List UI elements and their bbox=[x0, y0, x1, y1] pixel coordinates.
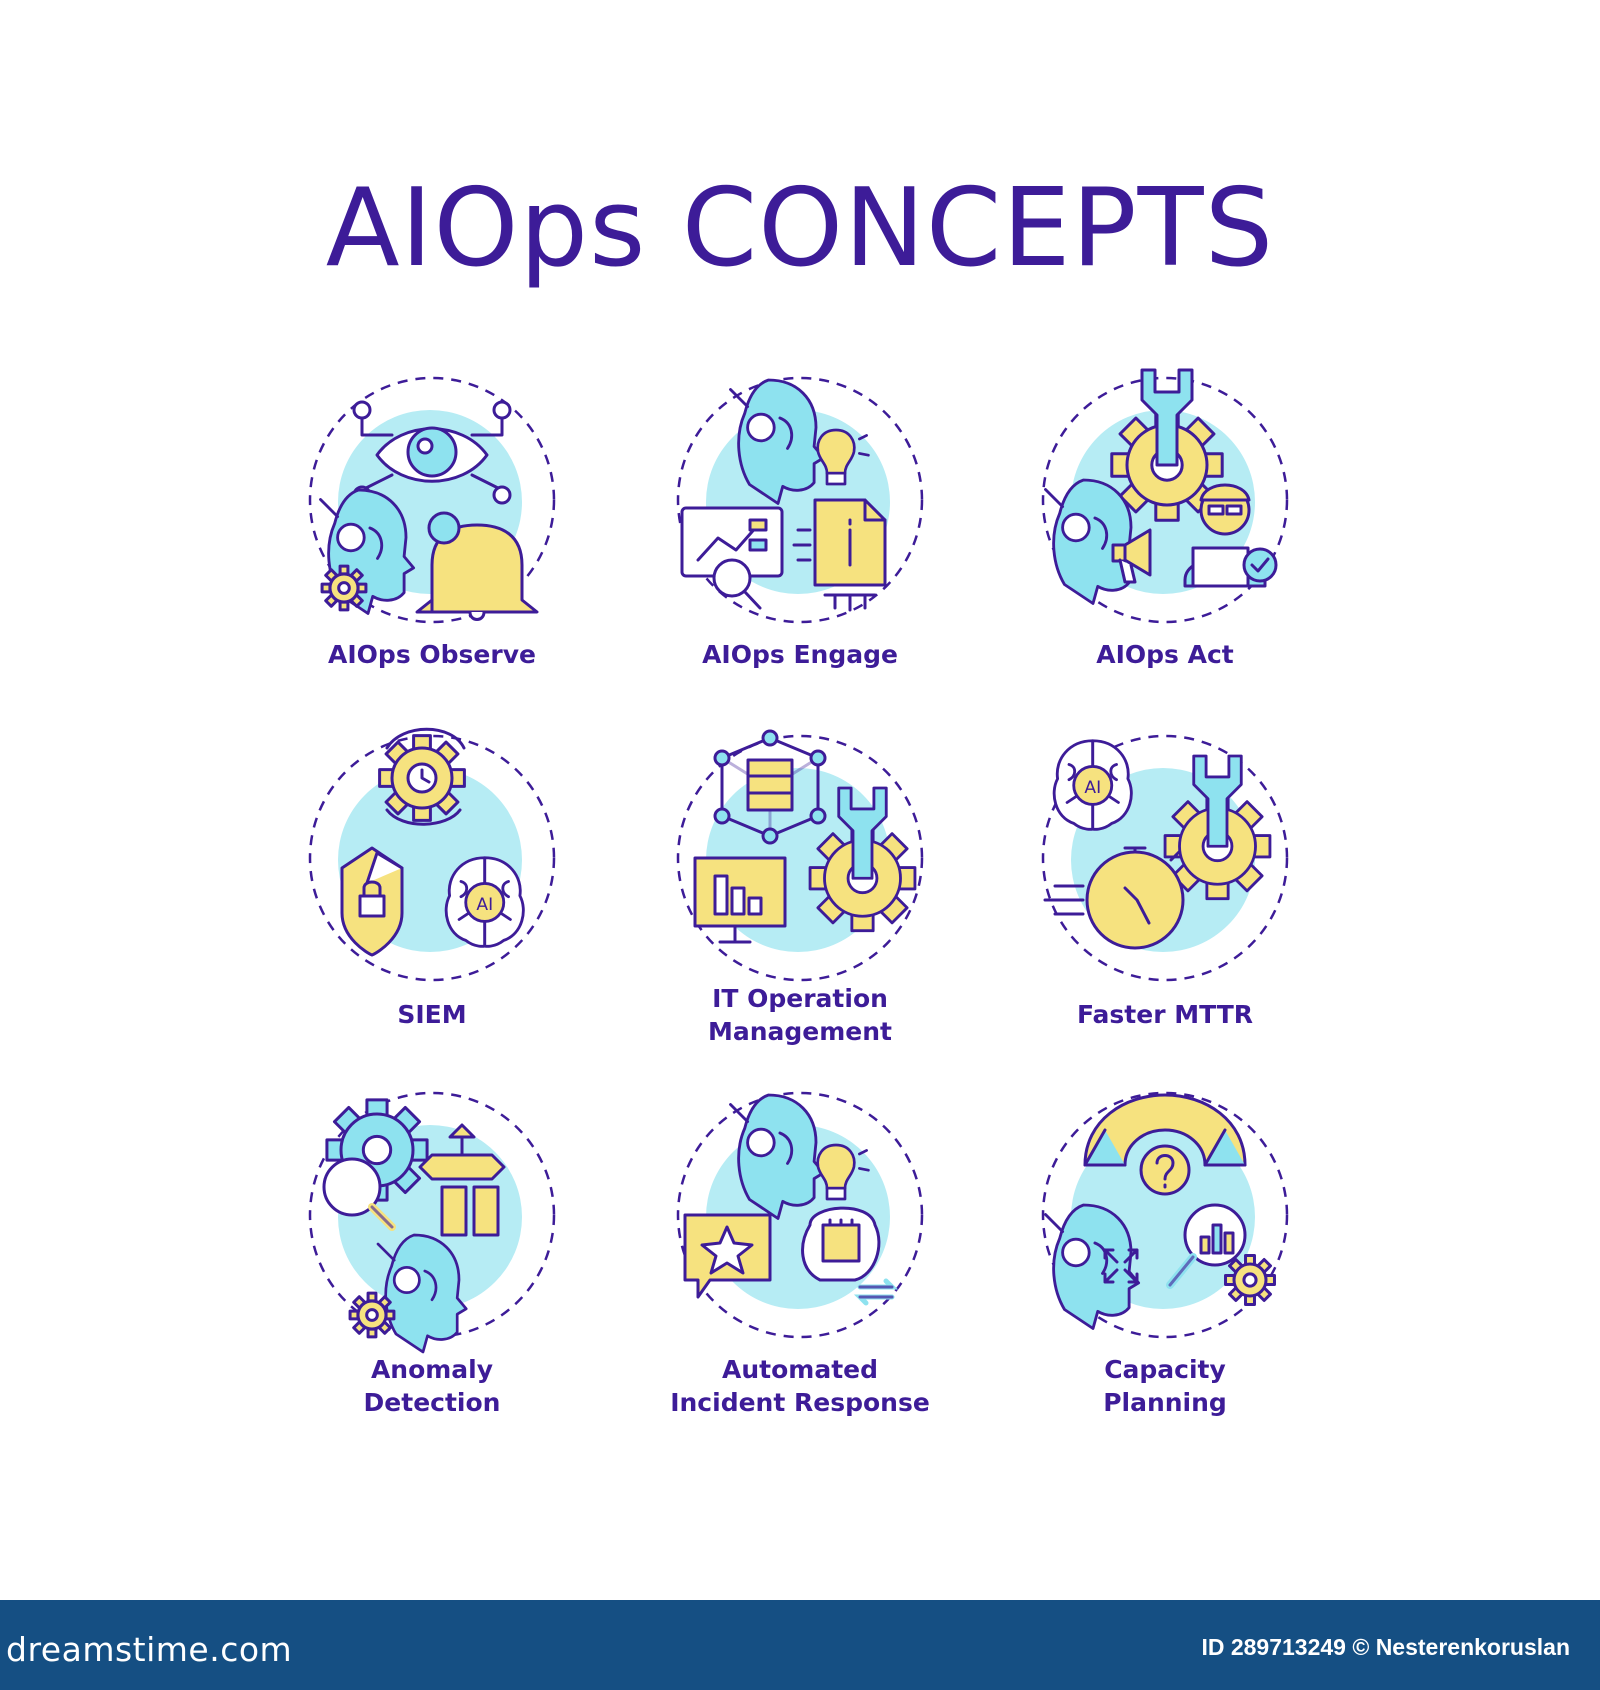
page-title: AIOps CONCEPTS bbox=[325, 166, 1275, 291]
concept-label-line: Management bbox=[707, 1017, 893, 1046]
concept-label-line: Faster MTTR bbox=[1076, 1000, 1254, 1029]
brand-logo: dreamstime.com bbox=[6, 1630, 293, 1669]
concept-illustration bbox=[660, 718, 940, 998]
concept-illustration: AI bbox=[1025, 718, 1305, 998]
concept-label: AIOps Engage bbox=[620, 638, 980, 671]
concept-illustration bbox=[1025, 1075, 1305, 1355]
concept-illustration bbox=[292, 360, 572, 640]
concept-illustration: AI bbox=[292, 718, 572, 998]
image-credit: ID 289713249 © Nesterenkoruslan bbox=[1201, 1634, 1570, 1660]
concept-label-line: Planning bbox=[1103, 1388, 1227, 1417]
concept-label-line: AIOps Act bbox=[1096, 640, 1234, 669]
concept-label: AIOps Observe bbox=[252, 638, 612, 671]
concept-illustration bbox=[660, 1075, 940, 1355]
concept-label-line: Incident Response bbox=[670, 1388, 930, 1417]
concept-label-line: IT Operation bbox=[712, 984, 888, 1013]
concept-label: SIEM bbox=[252, 998, 612, 1031]
concept-label-line: Detection bbox=[363, 1388, 501, 1417]
concept-label-line: Automated bbox=[722, 1355, 878, 1384]
concept-label-line: SIEM bbox=[397, 1000, 467, 1029]
concept-illustration bbox=[660, 360, 940, 640]
concept-label-line: AIOps Observe bbox=[328, 640, 536, 669]
concept-label-line: Capacity bbox=[1104, 1355, 1226, 1384]
concept-illustration bbox=[1025, 360, 1305, 640]
concept-label-line: Anomaly bbox=[370, 1355, 494, 1384]
footer-bar: dreamstime.com ID 289713249 © Nesterenko… bbox=[0, 1600, 1600, 1690]
concept-label: Faster MTTR bbox=[985, 998, 1345, 1031]
svg-text:AI: AI bbox=[1084, 778, 1101, 798]
concept-label: AIOps Act bbox=[985, 638, 1345, 671]
concept-illustration bbox=[292, 1075, 572, 1355]
concept-label-line: AIOps Engage bbox=[702, 640, 898, 669]
svg-text:AI: AI bbox=[476, 895, 493, 915]
